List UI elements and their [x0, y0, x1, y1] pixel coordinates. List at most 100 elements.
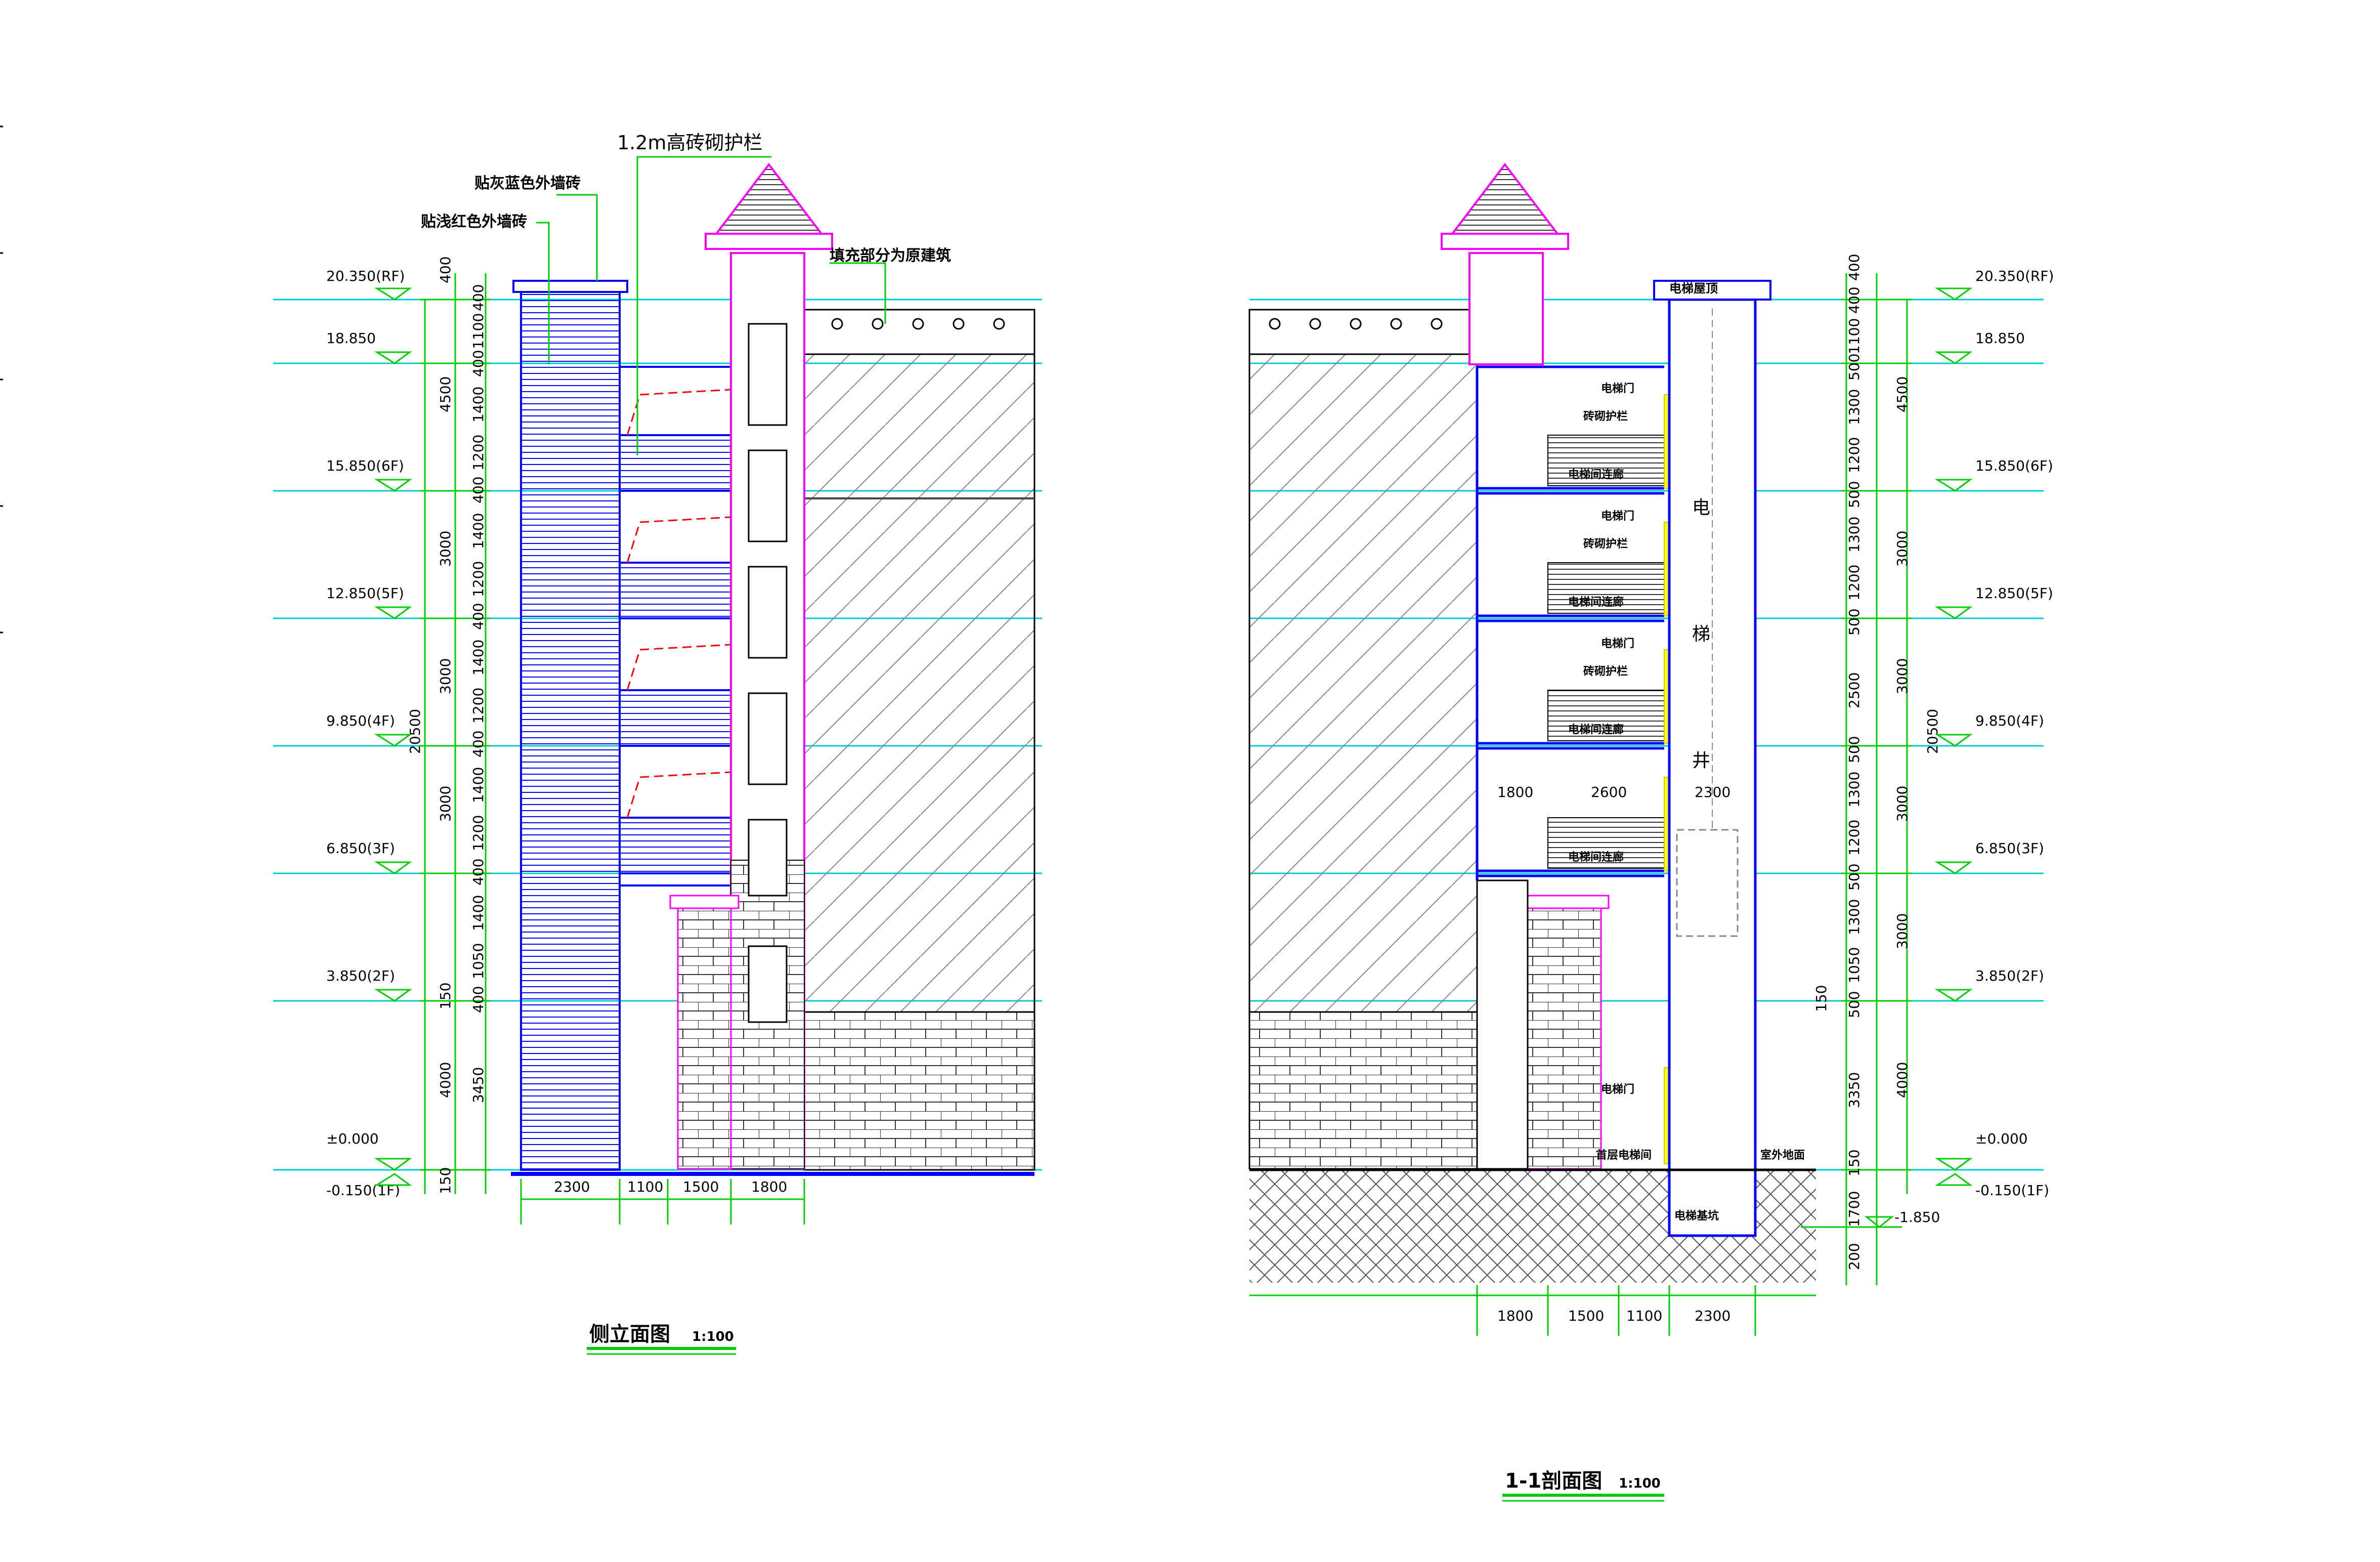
level-markers	[1934, 287, 1973, 1186]
shaft-row-dims: 1800 2600 2300	[1497, 784, 1730, 800]
svg-text:首层电梯间: 首层电梯间	[1596, 1149, 1652, 1162]
tower-cornice	[1441, 233, 1569, 250]
svg-text:18.850: 18.850	[1975, 330, 2025, 347]
svg-text:电梯间连廊: 电梯间连廊	[1568, 723, 1624, 736]
callout-guardrail: 1.2m高砖砌护栏	[617, 132, 762, 154]
callout-leaders	[536, 156, 886, 455]
svg-text:6.850(3F): 6.850(3F)	[1975, 840, 2044, 857]
level-markers	[374, 287, 412, 1186]
parapet-balusters	[831, 318, 1005, 330]
svg-text:3000: 3000	[437, 531, 454, 567]
svg-text:1050: 1050	[470, 943, 487, 979]
svg-text:1200: 1200	[1846, 820, 1863, 856]
bottom-dimension-lines	[1249, 1285, 1816, 1336]
svg-text:1400: 1400	[470, 767, 487, 803]
svg-text:400: 400	[470, 603, 487, 630]
svg-text:1200: 1200	[470, 815, 487, 851]
existing-building	[1248, 353, 1478, 1013]
svg-text:3000: 3000	[1894, 531, 1911, 567]
svg-text:井: 井	[1692, 750, 1710, 771]
level-label: ±0.000	[326, 1130, 379, 1147]
svg-text:电梯门: 电梯门	[1601, 637, 1634, 650]
shaft-roof	[1653, 280, 1771, 301]
svg-text:1050: 1050	[1846, 947, 1863, 983]
parapet	[1248, 309, 1478, 355]
side-elevation: 20.350(RF) 18.850 15.850(6F) 12.850(5F) …	[273, 132, 1042, 1355]
svg-text:4500: 4500	[1894, 376, 1911, 412]
svg-text:砖砌护栏: 砖砌护栏	[1583, 537, 1628, 551]
svg-text:1300: 1300	[1846, 899, 1863, 935]
section-1-1: 电梯屋顶 电梯门 砖砌护栏 电梯间连廊 电梯门 砖砌护栏 电梯间连廊 电梯门 砖…	[1248, 162, 2054, 1502]
svg-text:1500: 1500	[1568, 1307, 1604, 1324]
svg-text:400: 400	[1846, 254, 1863, 281]
svg-text:1200: 1200	[1846, 565, 1863, 601]
svg-text:1800: 1800	[1497, 784, 1533, 800]
svg-text:400: 400	[470, 859, 487, 885]
svg-text:400: 400	[470, 986, 487, 1013]
svg-text:1400: 1400	[470, 387, 487, 423]
svg-text:2300: 2300	[554, 1178, 590, 1195]
svg-text:3000: 3000	[437, 658, 454, 694]
svg-text:1500: 1500	[683, 1178, 719, 1195]
level-labels: 20.350(RF) 18.850 15.850(6F) 12.850(5F) …	[326, 268, 405, 1199]
svg-text:电梯基坑: 电梯基坑	[1674, 1209, 1719, 1222]
drawing-title: 侧立面图	[589, 1323, 670, 1346]
svg-text:2500: 2500	[1846, 672, 1863, 708]
ground-hall	[1476, 879, 1529, 1170]
svg-text:400: 400	[470, 350, 487, 377]
svg-text:1700: 1700	[1846, 1191, 1863, 1227]
vertical-dimension-lines	[420, 273, 491, 1194]
svg-text:1100: 1100	[470, 313, 487, 349]
svg-text:3.850(2F): 3.850(2F)	[1975, 967, 2044, 984]
corridor-slabs	[619, 366, 734, 886]
pit-level: -1.850	[1894, 1209, 1940, 1226]
svg-text:500: 500	[1846, 736, 1863, 763]
svg-text:200: 200	[1846, 1243, 1863, 1270]
svg-text:电梯间连廊: 电梯间连廊	[1568, 851, 1624, 864]
callout-existing: 填充部分为原建筑	[830, 247, 951, 265]
svg-text:20.350(RF): 20.350(RF)	[1975, 268, 2054, 284]
dimension-inner: 400 400 1100 500 1300 1200 500 1300 1200…	[1813, 254, 1863, 1270]
svg-text:电梯门: 电梯门	[1601, 510, 1634, 523]
corridor-floors	[1476, 365, 1664, 880]
red-guides	[626, 389, 731, 818]
svg-text:1400: 1400	[470, 640, 487, 676]
svg-text:400: 400	[437, 257, 454, 283]
dimension-outer: 400 4500 3000 3000 3000 150 4000 150 205…	[407, 257, 454, 1194]
svg-text:12.850(5F): 12.850(5F)	[1975, 585, 2053, 602]
svg-text:3450: 3450	[470, 1067, 487, 1103]
lower-wing-cornice	[1522, 895, 1610, 909]
svg-text:1400: 1400	[470, 513, 487, 549]
svg-text:500: 500	[1846, 354, 1863, 381]
shaft-label: 电 梯 井	[1692, 497, 1710, 771]
level-label: 9.850(4F)	[326, 712, 395, 729]
svg-text:150: 150	[437, 983, 454, 1009]
svg-text:电梯门: 电梯门	[1601, 382, 1634, 395]
floor-labels: 电梯门 砖砌护栏 电梯间连廊 电梯门 砖砌护栏 电梯间连廊 电梯门 砖砌护栏 电…	[1568, 382, 1805, 1222]
svg-text:2600: 2600	[1591, 784, 1627, 800]
svg-text:1200: 1200	[470, 561, 487, 597]
level-label: 15.850(6F)	[326, 457, 404, 474]
existing-building-base	[1248, 1011, 1478, 1170]
drawing-title: 1-1剖面图	[1505, 1469, 1602, 1493]
callout-bluegrey-tile: 贴灰蓝色外墙砖	[474, 175, 581, 192]
svg-text:500: 500	[1846, 864, 1863, 891]
svg-text:20500: 20500	[407, 709, 423, 754]
existing-building-base	[803, 1011, 1035, 1171]
svg-text:150: 150	[437, 1167, 454, 1194]
dimension-outer: 4500 3000 3000 3000 3000 4000 20500	[1894, 376, 1941, 1098]
svg-text:3000: 3000	[1894, 786, 1911, 822]
level-labels: 20.350(RF) 18.850 15.850(6F) 12.850(5F) …	[1975, 268, 2054, 1199]
svg-text:1100: 1100	[627, 1178, 663, 1195]
elevator-car	[1676, 829, 1739, 937]
svg-text:1100: 1100	[1846, 318, 1863, 354]
svg-text:150: 150	[1813, 985, 1830, 1012]
tower-roof	[1447, 162, 1563, 239]
svg-text:1300: 1300	[1846, 389, 1863, 425]
svg-text:电: 电	[1692, 497, 1710, 518]
lower-wing	[677, 900, 732, 1170]
label-elevator-roof: 电梯屋顶	[1669, 281, 1718, 295]
level-label: 18.850	[326, 330, 376, 347]
svg-text:电梯间连廊: 电梯间连廊	[1568, 468, 1624, 481]
margin-ticks	[0, 125, 3, 634]
